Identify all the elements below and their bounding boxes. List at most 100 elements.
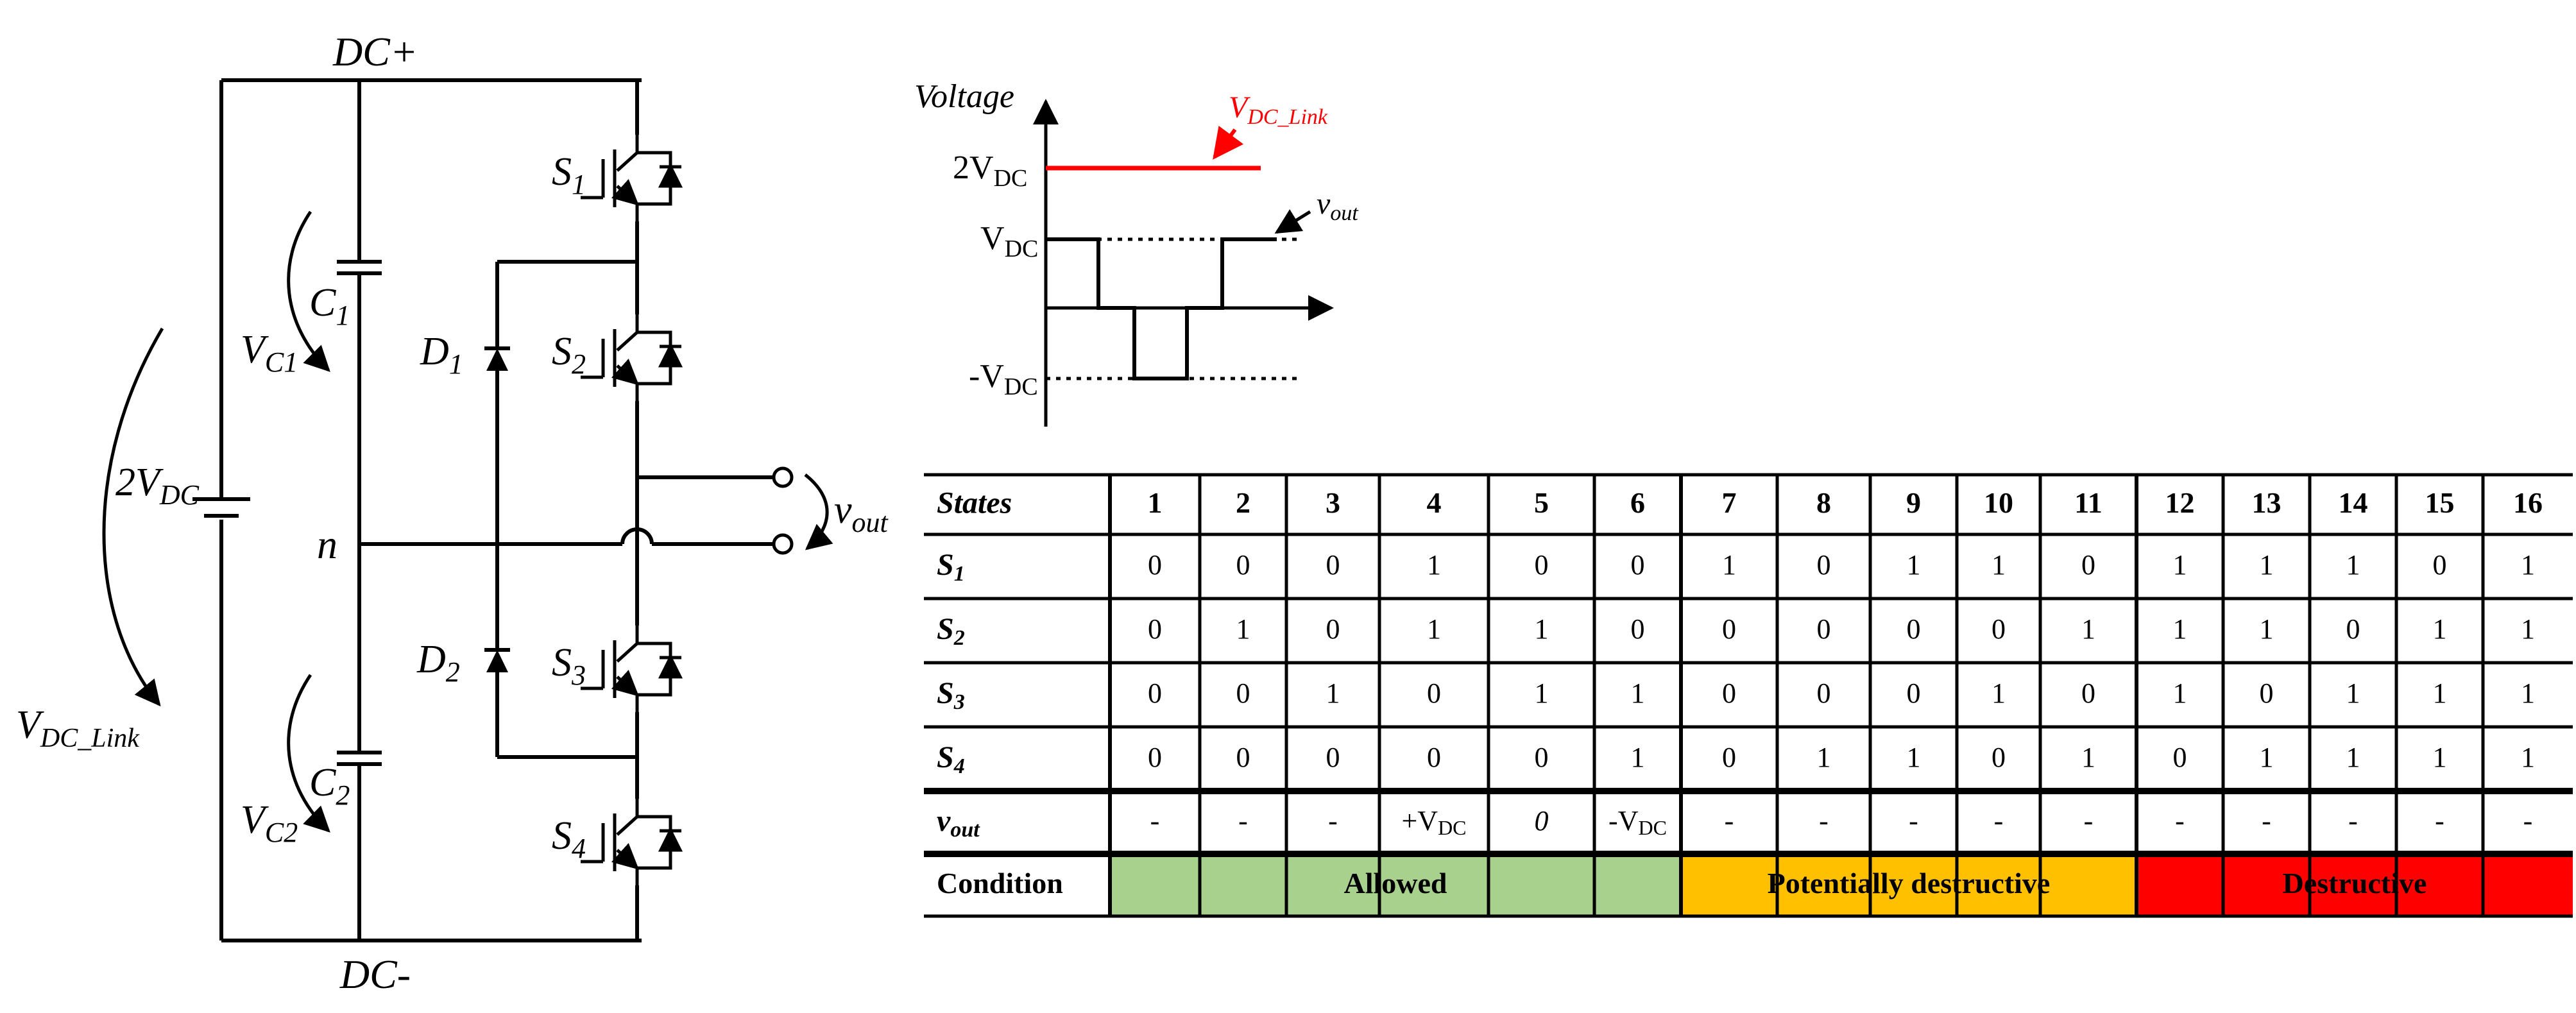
table-cell: 1 (1907, 742, 1921, 773)
igbt-switch-2: S2 (552, 314, 683, 402)
table-cell: 0 (1236, 677, 1250, 709)
table-cell: 1 (2260, 742, 2274, 773)
state-header-cell: 13 (2252, 486, 2282, 519)
table-cell: 1 (1992, 677, 2006, 709)
vout-cell: - (2262, 805, 2271, 837)
table-cell: 1 (2521, 549, 2535, 581)
table-cell: 0 (1535, 742, 1549, 773)
vout-circuit-label: vout (834, 488, 889, 538)
state-header-cell: 7 (1722, 486, 1737, 519)
state-header-cell: 5 (1534, 486, 1549, 519)
table-cell: 1 (2521, 742, 2535, 773)
vc1-arrow (287, 210, 330, 372)
c1-label: C1 (309, 281, 350, 331)
v-dc-link-label: VDC_Link (16, 703, 140, 753)
table-cell: 0 (1631, 549, 1645, 581)
table-cell: 1 (2433, 742, 2447, 773)
waveform-y-axis-label: Voltage (914, 78, 1014, 115)
vout-cell: - (1150, 805, 1160, 837)
diode-d2 (484, 648, 510, 672)
row-label-s3: S3 (937, 676, 965, 714)
table-cell: 1 (2346, 742, 2360, 773)
vout-arrow (804, 473, 833, 550)
vout-cell: - (1328, 805, 1338, 837)
state-header-cell: 6 (1630, 486, 1645, 519)
table-cell: 0 (2173, 742, 2187, 773)
table-cell: 1 (2433, 677, 2447, 709)
table-cell: 1 (1535, 613, 1549, 645)
table-cell: 0 (1427, 677, 1441, 709)
vout-cell: - (2523, 805, 2533, 837)
table-cell: 1 (2260, 549, 2274, 581)
vout-cell: - (1725, 805, 1734, 837)
table-cell: 0 (1722, 677, 1736, 709)
v-dc-link-waveform-label: VDC_Link (1229, 90, 1328, 129)
table-cell: 0 (1817, 677, 1831, 709)
condition-label-3: Destructive (2283, 867, 2427, 899)
table-cell: 1 (1722, 549, 1736, 581)
table-cell: 1 (1427, 549, 1441, 581)
vout-cell: - (2348, 805, 2358, 837)
table-cell: 1 (1427, 613, 1441, 645)
vout-pointer (1274, 209, 1311, 234)
source-label: 2VDC (115, 461, 200, 511)
table-cell: 1 (2173, 549, 2187, 581)
table-cell: 0 (1326, 549, 1340, 581)
diode-d1 (484, 346, 510, 371)
table-cell: 0 (2346, 613, 2360, 645)
c2-label: C2 (309, 761, 350, 811)
state-header-cell: 10 (1984, 486, 2013, 519)
vout-waveform (1046, 237, 1277, 380)
table-cell: 1 (1817, 742, 1831, 773)
state-header-cell: 14 (2339, 486, 2368, 519)
state-header-cell: 1 (1148, 486, 1163, 519)
state-header-cell: 15 (2425, 486, 2455, 519)
state-header-cell: 2 (1236, 486, 1250, 519)
vc2-arrow (287, 674, 330, 833)
table-cell: 0 (2081, 549, 2095, 581)
row-label-s2: S2 (937, 612, 965, 650)
condition-band-2 (1681, 854, 2137, 916)
vout-cell: - (2084, 805, 2094, 837)
d2-label: D2 (416, 638, 460, 688)
table-cell: 0 (1326, 742, 1340, 773)
dc-minus-label: DC- (339, 951, 411, 997)
table-cell: 1 (2521, 613, 2535, 645)
table-cell: 0 (1817, 549, 1831, 581)
output-terminal-top (772, 466, 794, 488)
level-neg-vdc-label: -VDC (969, 358, 1038, 400)
waveform-plot: Voltage 2VDC VDC -VDC VDC_Link vout (914, 78, 1359, 427)
state-header-cell: 4 (1427, 486, 1442, 519)
vout-cell: -VDC (1608, 805, 1667, 839)
table-cell: 0 (1236, 742, 1250, 773)
vout-cell: - (1819, 805, 1829, 837)
igbt-switch-1: S1 (552, 135, 683, 222)
table-cell: 1 (2173, 677, 2187, 709)
circuit-schematic (192, 78, 776, 942)
table-cell: 0 (2081, 677, 2095, 709)
state-header-cell: 8 (1816, 486, 1831, 519)
table-cell: 1 (2081, 742, 2095, 773)
v-dc-link-arrow (102, 327, 164, 707)
output-terminal-bottom (772, 533, 794, 555)
table-cell: 1 (2173, 613, 2187, 645)
table-cell: 1 (1631, 742, 1645, 773)
table-header-states: States (937, 486, 1012, 520)
condition-band-3 (2137, 854, 2573, 916)
table-cell: 1 (1236, 613, 1250, 645)
table-cell: 0 (1427, 742, 1441, 773)
table-cell: 0 (1907, 677, 1921, 709)
row-label-s4: S4 (937, 740, 965, 778)
vout-cell: - (1909, 805, 1918, 837)
condition-band-1 (1110, 854, 1681, 916)
state-header-cell: 11 (2074, 486, 2102, 519)
table-cell: 1 (1631, 677, 1645, 709)
table-cell: 1 (2346, 677, 2360, 709)
table-cell: 0 (1236, 549, 1250, 581)
d1-label: D1 (420, 330, 463, 380)
switch-label-2: S2 (552, 330, 586, 380)
table-cell: 0 (1148, 549, 1162, 581)
switch-label-3: S3 (552, 641, 586, 691)
